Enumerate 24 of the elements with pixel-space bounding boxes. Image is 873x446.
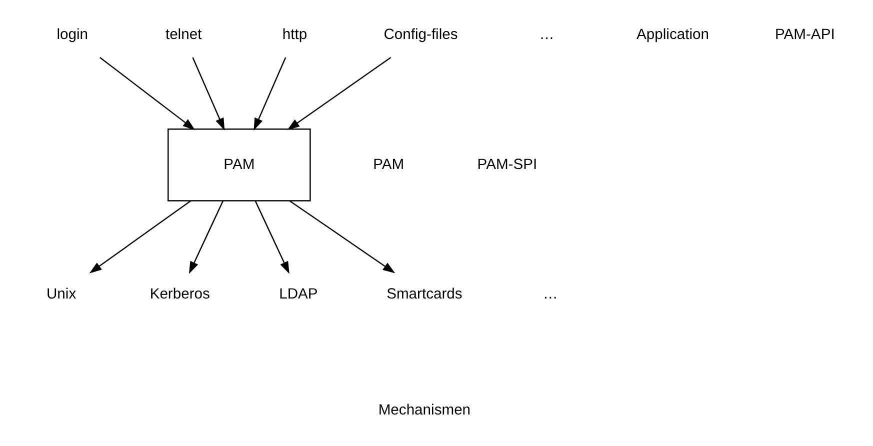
label: … bbox=[539, 27, 554, 44]
node-text: LDAP bbox=[279, 286, 318, 302]
label: Application bbox=[636, 27, 709, 44]
node-text: Config-files bbox=[384, 27, 458, 44]
node-text: Unix bbox=[46, 286, 76, 302]
arrow bbox=[188, 200, 224, 274]
arrow bbox=[100, 57, 196, 130]
node-text: http bbox=[282, 27, 308, 44]
arrow bbox=[192, 57, 225, 130]
arrow bbox=[254, 57, 286, 130]
node-text: Kerberos bbox=[150, 286, 210, 302]
node-text: telnet bbox=[165, 27, 202, 44]
arrow bbox=[89, 200, 191, 274]
label: PAM bbox=[373, 156, 404, 173]
label: Mechanismen bbox=[378, 402, 471, 419]
label: … bbox=[543, 286, 558, 302]
arrow bbox=[289, 200, 396, 274]
label: PAM-SPI bbox=[477, 156, 538, 173]
node-box: PAM bbox=[168, 128, 311, 202]
arrow bbox=[287, 56, 392, 130]
node-text: Smartcards bbox=[386, 286, 462, 302]
node-text: login bbox=[56, 27, 88, 44]
label: PAM-API bbox=[775, 27, 835, 44]
arrow bbox=[254, 200, 290, 274]
